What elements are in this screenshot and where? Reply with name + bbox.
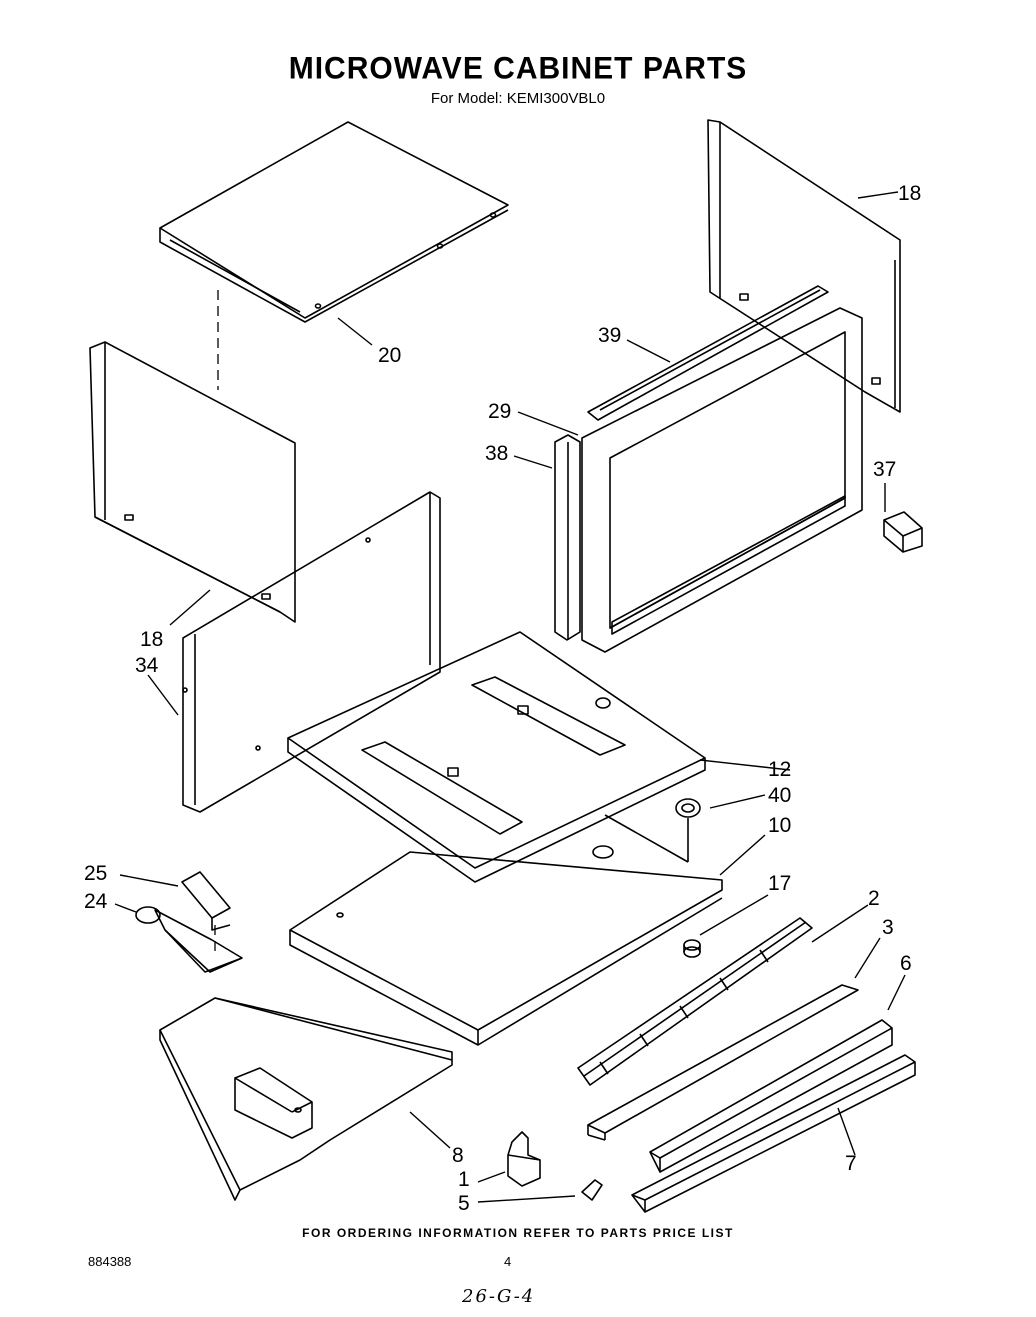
document-number: 884388 <box>88 1254 132 1269</box>
callout-39: 39 <box>598 324 621 347</box>
callout-25: 25 <box>84 862 107 885</box>
callout-10: 10 <box>768 814 791 837</box>
callout-5: 5 <box>458 1192 470 1215</box>
callout-12: 12 <box>768 758 791 781</box>
callout-2: 2 <box>868 887 880 910</box>
page-title: MICROWAVE CABINET PARTS <box>288 51 748 86</box>
part-bracket <box>181 871 231 931</box>
part-top-cover <box>159 121 509 323</box>
callout-24: 24 <box>84 890 108 913</box>
part-front-strip <box>587 984 859 1141</box>
callout-3: 3 <box>882 916 894 939</box>
model-subtitle: For Model: KEMI300VBL0 <box>430 90 606 107</box>
part-clip <box>581 1179 603 1201</box>
part-duct <box>135 906 243 973</box>
part-side-trim-strip <box>554 434 581 641</box>
part-left-side-panel <box>89 341 296 623</box>
part-latch <box>507 1131 541 1187</box>
leader-lines <box>114 191 906 1203</box>
part-small-block <box>883 511 923 553</box>
part-grommet <box>592 798 701 863</box>
callout-34: 34 <box>135 654 159 677</box>
callout-37: 37 <box>873 458 896 481</box>
part-lower-chassis <box>159 997 453 1201</box>
part-plug <box>683 939 701 958</box>
callout-8: 8 <box>452 1144 464 1167</box>
ordering-note: FOR ORDERING INFORMATION REFER TO PARTS … <box>302 1226 734 1240</box>
callout-18-right: 18 <box>898 182 921 205</box>
part-rail <box>631 1054 916 1213</box>
part-base-plate <box>289 851 723 1046</box>
handwritten-mark: 26-G-4 <box>462 1286 536 1307</box>
callout-18-left: 18 <box>140 628 163 651</box>
callout-40: 40 <box>768 784 791 807</box>
part-shelf-deck <box>287 631 706 883</box>
callout-17: 17 <box>768 872 791 895</box>
callout-7: 7 <box>845 1152 857 1175</box>
callout-20: 20 <box>378 344 401 367</box>
callout-6: 6 <box>900 952 912 975</box>
part-mesh-filter <box>577 917 813 1086</box>
callout-29: 29 <box>488 400 511 423</box>
part-channel <box>649 1019 893 1173</box>
part-inner-panel <box>182 491 441 813</box>
callout-1: 1 <box>458 1168 470 1191</box>
part-right-side-panel <box>707 119 901 413</box>
part-top-trim-strip <box>587 285 829 421</box>
callout-38: 38 <box>485 442 508 465</box>
page-number: 4 <box>504 1254 512 1269</box>
part-front-frame <box>581 307 863 653</box>
